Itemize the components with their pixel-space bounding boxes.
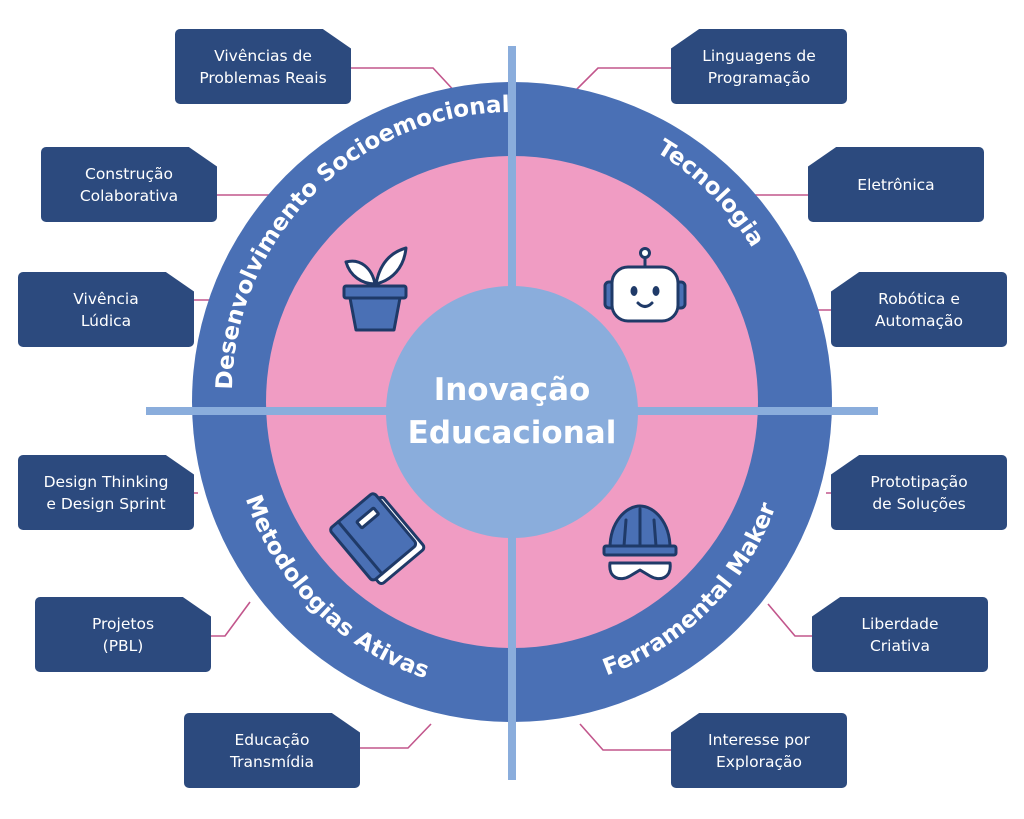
robot-icon (603, 247, 687, 323)
box-line: Criativa (869, 636, 931, 655)
connector-interesse (579, 723, 673, 751)
box-construcao-colaborativa: Construção Colaborativa (41, 147, 217, 222)
center-title-line2: Educacional (408, 415, 617, 451)
box-line: Interesse por (708, 730, 810, 749)
center-title-line1: Inovação (434, 372, 591, 408)
box-robotica-automacao: Robótica e Automação (831, 272, 1007, 347)
box-projetos-pbl: Projetos (PBL) (35, 597, 211, 672)
box-interesse-exploracao: Interesse por Exploração (671, 713, 847, 788)
box-vivencias-problemas-reais: Vivências de Problemas Reais (175, 29, 351, 104)
connector-vivencias (350, 67, 460, 97)
box-line: Lúdica (80, 311, 132, 330)
box-line: Projetos (91, 614, 155, 633)
box-line: de Soluções (872, 494, 966, 513)
potted-plant-icon (342, 246, 408, 332)
box-line: Colaborativa (79, 186, 179, 205)
box-line: Design Thinking (43, 472, 169, 491)
book-icon (329, 492, 426, 585)
connector-projetos (211, 601, 251, 637)
box-line: e Design Sprint (46, 494, 166, 513)
box-line: Educação (234, 730, 310, 749)
connector-liberdade (767, 603, 813, 637)
center-circle (386, 286, 638, 538)
box-line: Automação (874, 311, 964, 330)
box-eletronica: Eletrônica (808, 147, 984, 222)
connector-lines (180, 67, 848, 751)
box-design-thinking: Design Thinking e Design Sprint (18, 455, 194, 530)
box-line: Eletrônica (857, 175, 935, 194)
box-line: Programação (707, 68, 811, 87)
box-line: Linguagens de (702, 46, 816, 65)
box-educacao-transmidia: Educação Transmídia (184, 713, 360, 788)
box-vivencia-ludica: Vivência Lúdica (18, 272, 194, 347)
box-line: Transmídia (229, 752, 314, 771)
box-line: Construção (85, 164, 173, 183)
box-line: (PBL) (102, 636, 144, 655)
box-prototipacao-solucoes: Prototipação de Soluções (831, 455, 1007, 530)
connector-transmidia (358, 723, 432, 749)
box-liberdade-criativa: Liberdade Criativa (812, 597, 988, 672)
box-line: Prototipação (870, 472, 968, 491)
box-line: Vivências de (214, 46, 312, 65)
box-line: Vivência (73, 289, 139, 308)
hard-hat-goggles-icon (602, 504, 678, 581)
box-line: Liberdade (861, 614, 939, 633)
box-line: Robótica e (878, 289, 960, 308)
box-line: Problemas Reais (199, 68, 327, 87)
box-line: Exploração (716, 752, 802, 771)
connector-linguagens (569, 67, 673, 97)
box-linguagens-programacao: Linguagens de Programação (671, 29, 847, 104)
